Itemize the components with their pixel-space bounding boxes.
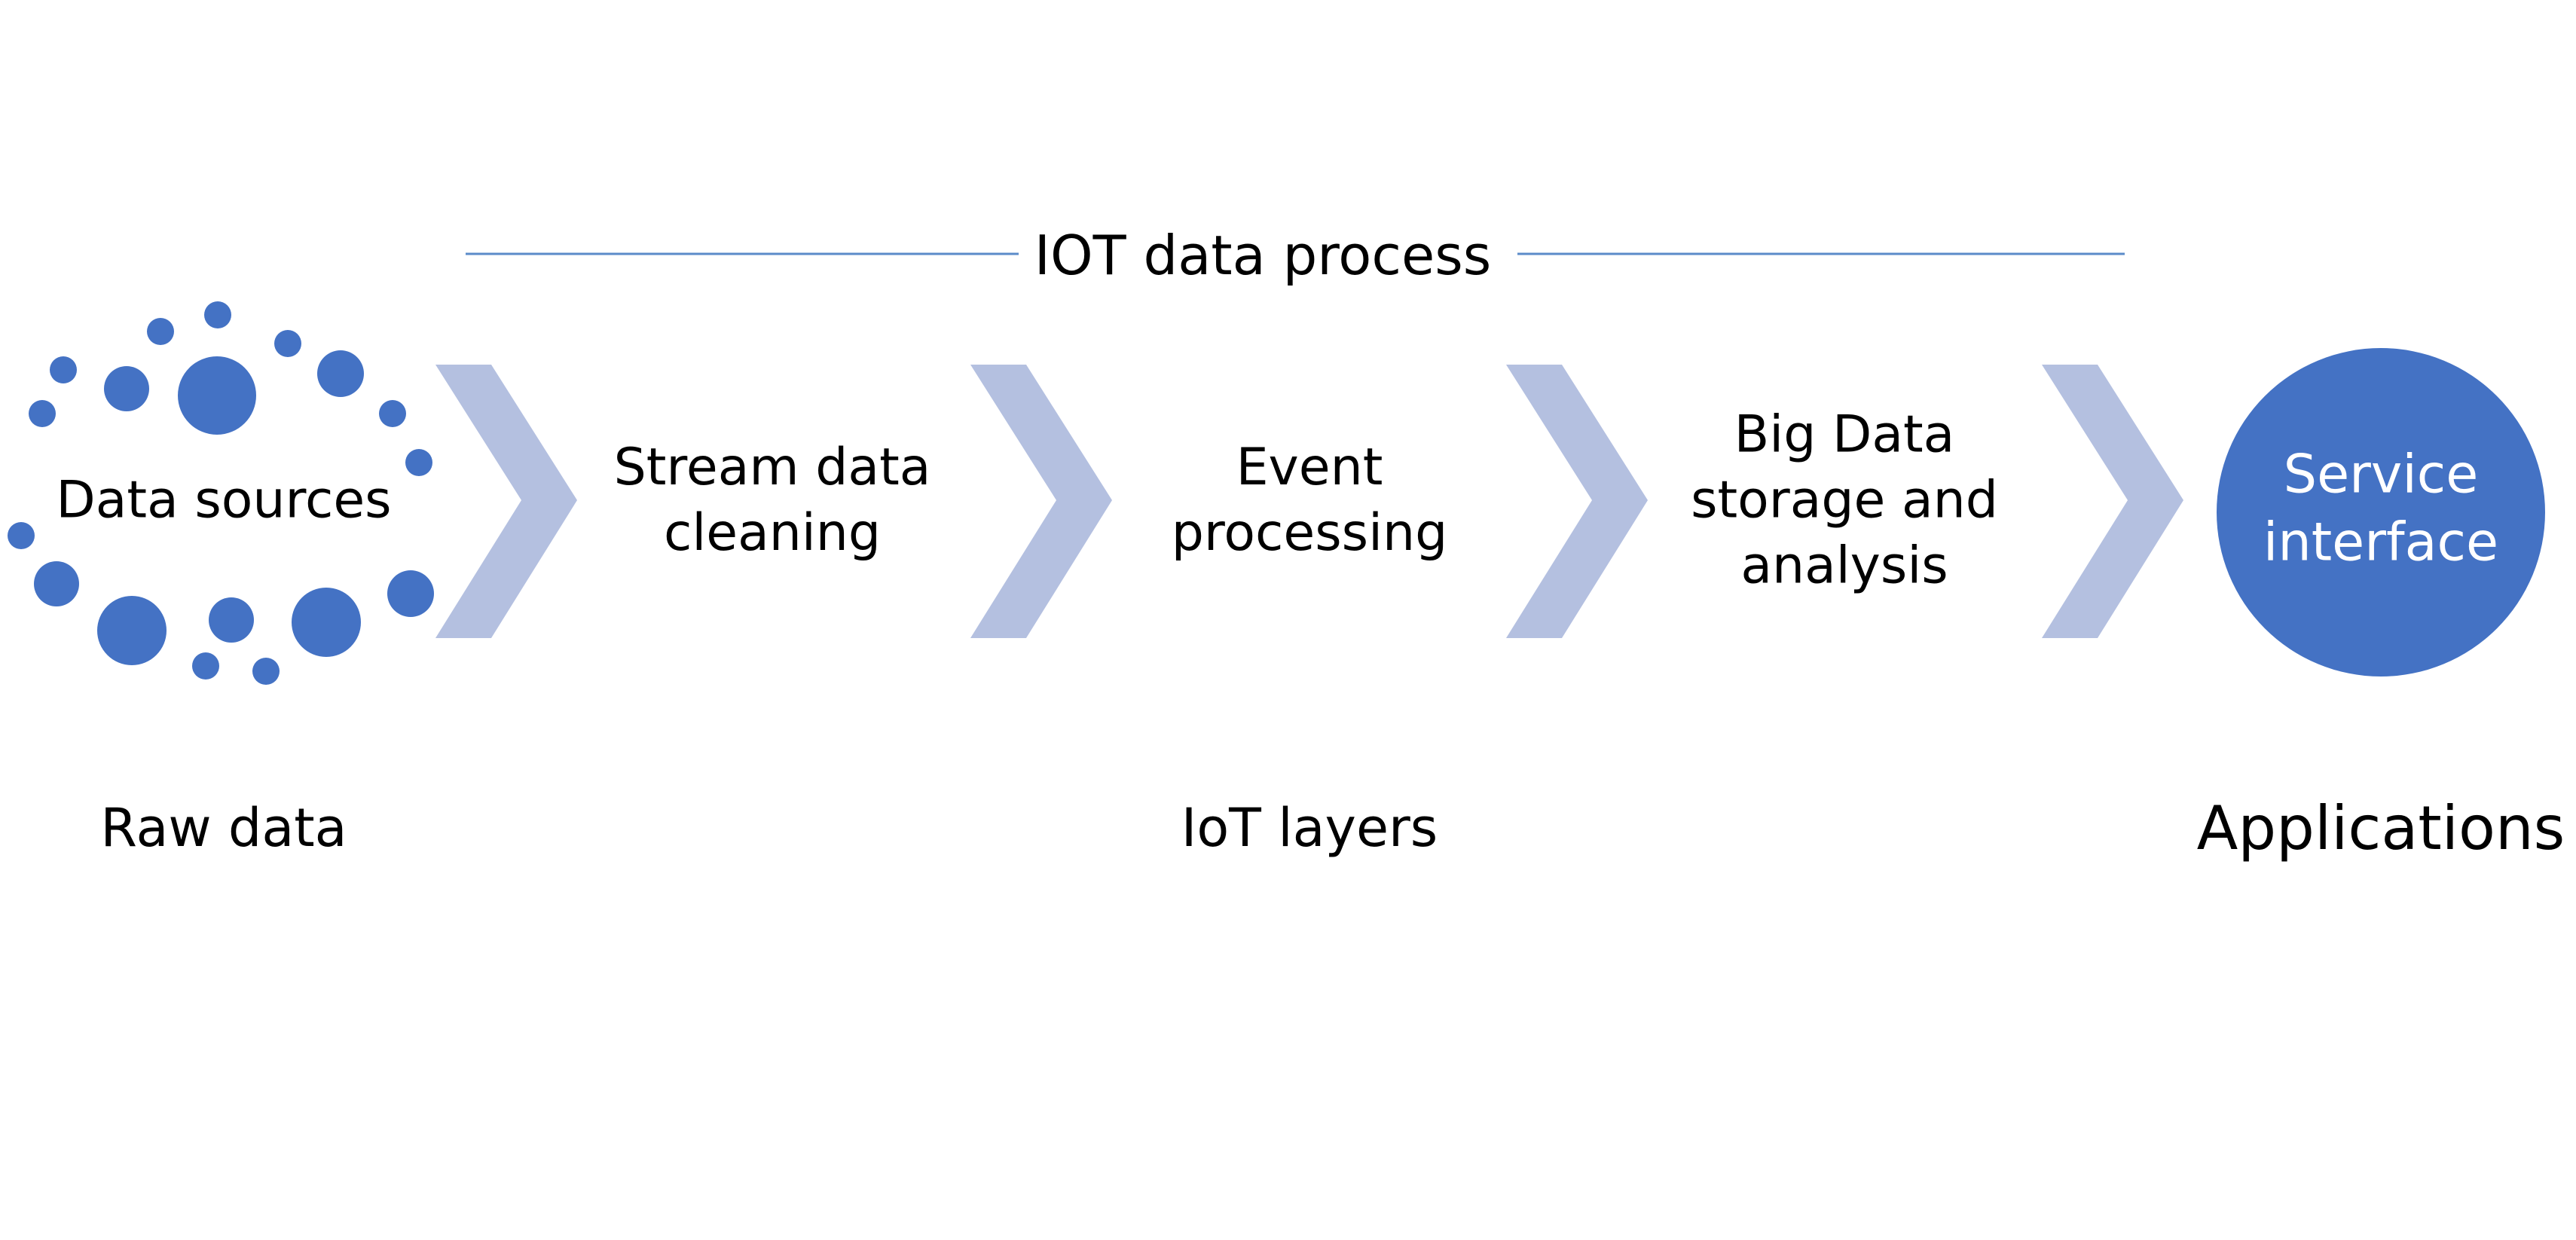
stage-stream-data-cleaning: Stream data cleaning: [613, 437, 931, 563]
chevron-arrow-2: [970, 365, 1112, 638]
data-dot: [50, 356, 77, 383]
bottom-label-applications: Applications: [2196, 793, 2565, 863]
data-dot: [405, 449, 432, 476]
data-dot: [104, 366, 149, 411]
diagram-title: IOT data process: [1034, 223, 1492, 287]
data-dot: [292, 588, 361, 657]
data-dot: [178, 356, 256, 435]
data-dot: [252, 658, 280, 685]
data-dot: [97, 596, 167, 665]
data-dot: [379, 400, 406, 427]
stage-service-interface: Service interface: [2263, 443, 2499, 573]
data-dot: [192, 652, 219, 680]
service-interface-circle: [2217, 348, 2545, 677]
data-dot: [387, 570, 434, 617]
chevron-arrow-3: [1506, 365, 1648, 638]
stage-big-data-storage: Big Data storage and analysis: [1691, 405, 1998, 596]
stage-event-processing: Event processing: [1171, 437, 1448, 563]
bottom-label-iot-layers: IoT layers: [1181, 797, 1438, 860]
chevron-arrow-1: [435, 365, 577, 638]
bottom-label-raw-data: Raw data: [100, 797, 347, 860]
data-dot: [209, 597, 254, 643]
data-dot: [317, 350, 364, 397]
data-dot: [29, 400, 56, 427]
data-dot: [147, 318, 174, 345]
chevron-arrow-4: [2042, 365, 2183, 638]
data-dot: [8, 522, 35, 549]
data-sources-dots: [8, 301, 434, 685]
data-dot: [274, 330, 301, 357]
stage-data-sources: Data sources: [56, 470, 392, 530]
data-dot: [34, 561, 79, 606]
data-dot: [204, 301, 231, 328]
